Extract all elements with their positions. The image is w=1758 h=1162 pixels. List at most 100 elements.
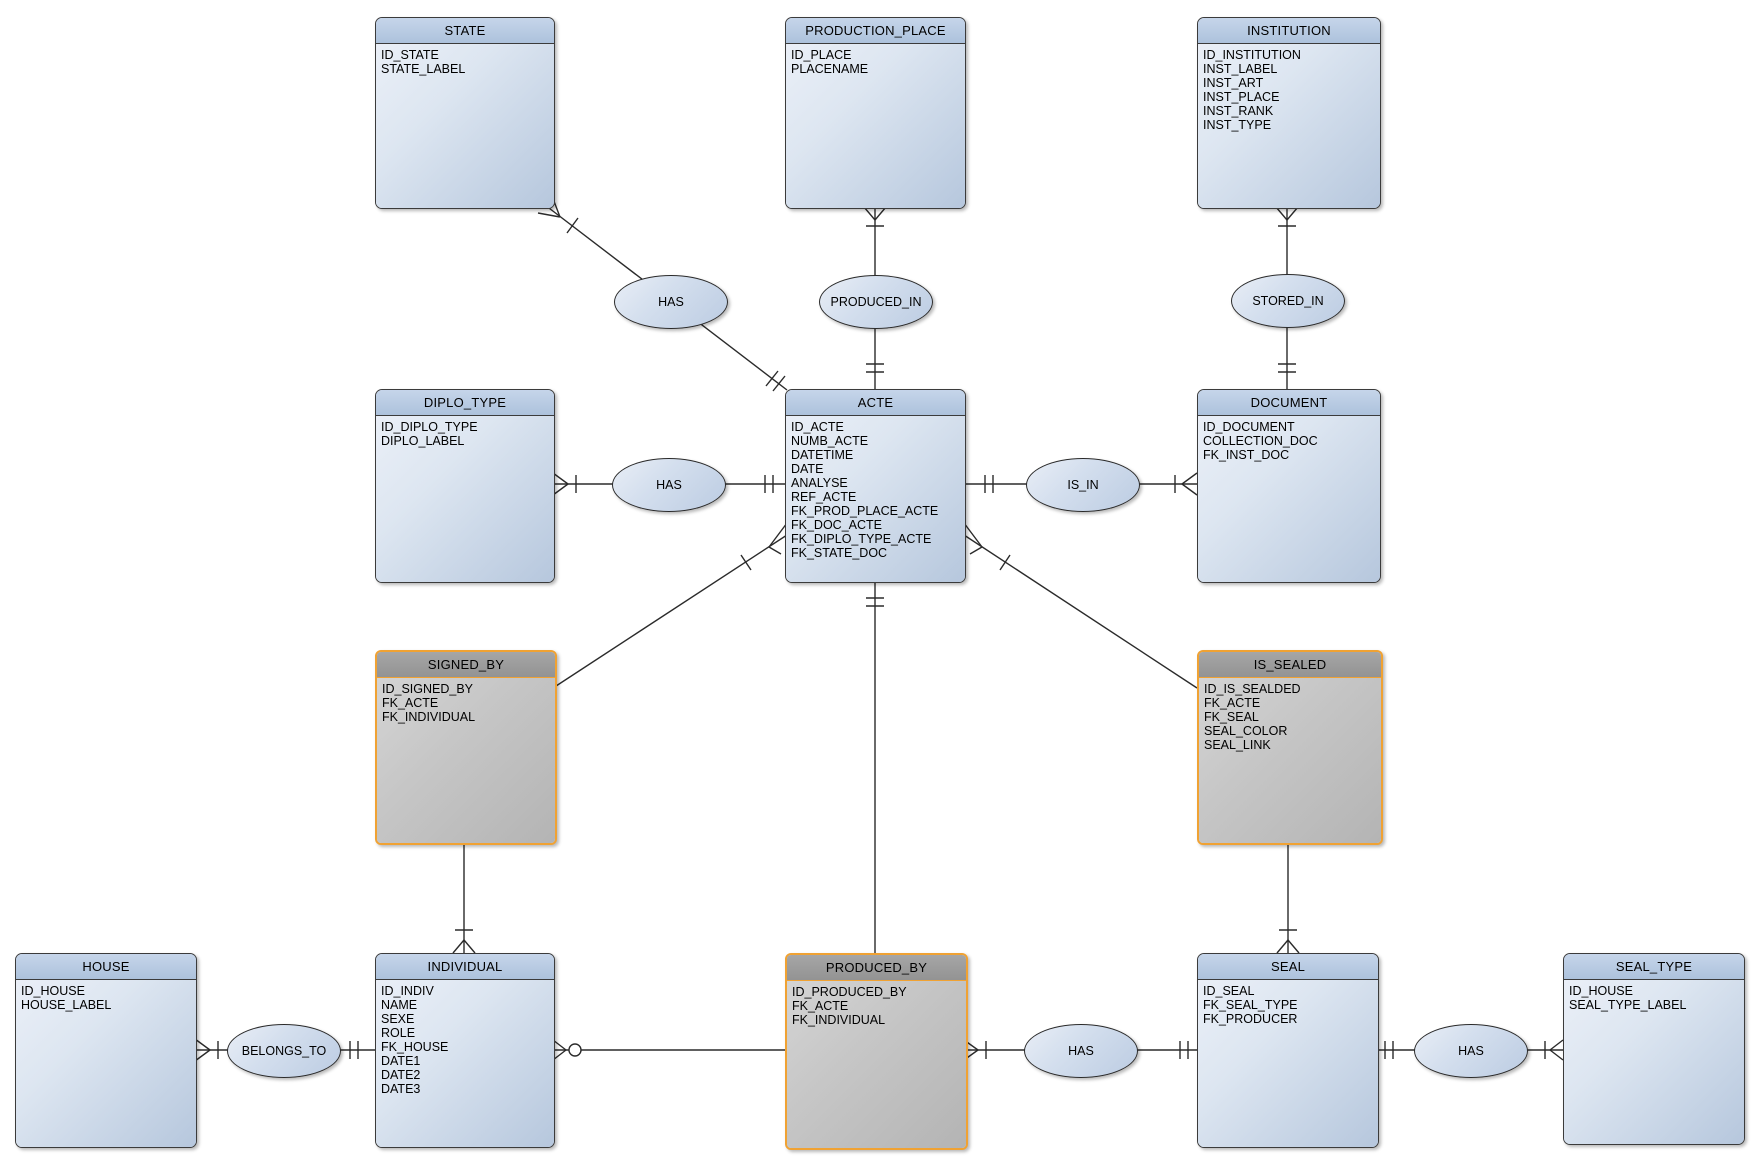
entity-attribute: DIPLO_LABEL [381,434,465,448]
relationship-has-produced-by-seal[interactable]: HAS [1024,1024,1138,1078]
entity-attribute: INST_RANK [1203,104,1274,118]
optionality-circle [568,1043,582,1057]
relationship-line [195,204,1563,1051]
relationship-has-diplo-acte[interactable]: HAS [612,458,726,512]
entity-attribute: SEAL_COLOR [1204,724,1288,738]
entity-attribute: FK_SEAL_TYPE [1203,998,1298,1012]
entity-title: DOCUMENT [1198,390,1380,416]
entity-attribute: FK_INST_DOC [1203,448,1290,462]
entity-attribute: ID_PLACE [791,48,852,62]
entity-attribute: ID_DOCUMENT [1203,420,1295,434]
relationship-belongs-to[interactable]: BELONGS_TO [227,1024,341,1078]
entity-attribute: DATE3 [381,1082,421,1096]
entity-title: SIGNED_BY [377,652,555,678]
entity-attribute: FK_INDIVIDUAL [382,710,476,724]
entity-attribute: NAME [381,998,418,1012]
entity-attribute: ID_ACTE [791,420,844,434]
entity-attribute: ID_INDIV [381,984,434,998]
entity-attribute: DATETIME [791,448,854,462]
entity-title: INDIVIDUAL [376,954,554,980]
entity-attribute: ID_SEAL [1203,984,1255,998]
entity-title: SEAL_TYPE [1564,954,1744,980]
entity-attribute: FK_PRODUCER [1203,1012,1298,1026]
entity-title: ACTE [786,390,965,416]
entity-title: DIPLO_TYPE [376,390,554,416]
entity-attribute: NUMB_ACTE [791,434,869,448]
entity-attribute: FK_DIPLO_TYPE_ACTE [791,532,932,546]
entity-attribute: ID_SIGNED_BY [382,682,474,696]
entity-attribute: FK_DOC_ACTE [791,518,882,532]
entity-attribute: INST_PLACE [1203,90,1280,104]
entity-attribute: ID_DIPLO_TYPE [381,420,478,434]
entity-attribute: SEAL_TYPE_LABEL [1569,998,1687,1012]
entity-attribute: FK_SEAL [1204,710,1259,724]
entity-attribute: ID_IS_SEALDED [1204,682,1301,696]
entity-attribute: DATE1 [381,1054,421,1068]
entity-attribute: SEXE [381,1012,415,1026]
relationship-has-seal-seal-type[interactable]: HAS [1414,1024,1528,1078]
entity-attribute: FK_PROD_PLACE_ACTE [791,504,939,518]
entity-title: SEAL [1198,954,1378,980]
entity-attribute: ID_INSTITUTION [1203,48,1301,62]
entity-attribute: REF_ACTE [791,490,857,504]
entity-title: HOUSE [16,954,196,980]
entity-attribute: STATE_LABEL [381,62,466,76]
entity-attribute: HOUSE_LABEL [21,998,112,1012]
entity-attribute: DATE [791,462,824,476]
entity-attribute: DATE2 [381,1068,421,1082]
entity-attribute: ROLE [381,1026,416,1040]
entity-attribute: SEAL_LINK [1204,738,1271,752]
entity-attribute: PLACENAME [791,62,869,76]
entity-attribute: INST_LABEL [1203,62,1278,76]
entity-attribute: FK_ACTE [792,999,849,1013]
entity-attribute: INST_TYPE [1203,118,1272,132]
entity-title: STATE [376,18,554,44]
entity-attribute: INST_ART [1203,76,1264,90]
entity-title: PRODUCTION_PLACE [786,18,965,44]
entity-attribute: FK_STATE_DOC [791,546,888,560]
entity-attribute: FK_HOUSE [381,1040,449,1054]
entity-attribute: ID_PRODUCED_BY [792,985,907,999]
relationship-stored-in[interactable]: STORED_IN [1231,274,1345,328]
entity-attribute: COLLECTION_DOC [1203,434,1318,448]
entity-attribute: FK_ACTE [1204,696,1261,710]
entity-attribute: FK_INDIVIDUAL [792,1013,886,1027]
entity-attribute: ID_STATE [381,48,439,62]
relationship-has-state-acte[interactable]: HAS [614,275,728,329]
entity-title: PRODUCED_BY [787,955,966,981]
entity-attribute: FK_ACTE [382,696,439,710]
entity-attribute: ID_HOUSE [1569,984,1633,998]
entity-attribute: ID_HOUSE [21,984,85,998]
relationship-produced-in[interactable]: PRODUCED_IN [819,275,933,329]
entity-title: IS_SEALED [1199,652,1381,678]
entity-attribute: ANALYSE [791,476,848,490]
relationship-is-in[interactable]: IS_IN [1026,458,1140,512]
entity-title: INSTITUTION [1198,18,1380,44]
